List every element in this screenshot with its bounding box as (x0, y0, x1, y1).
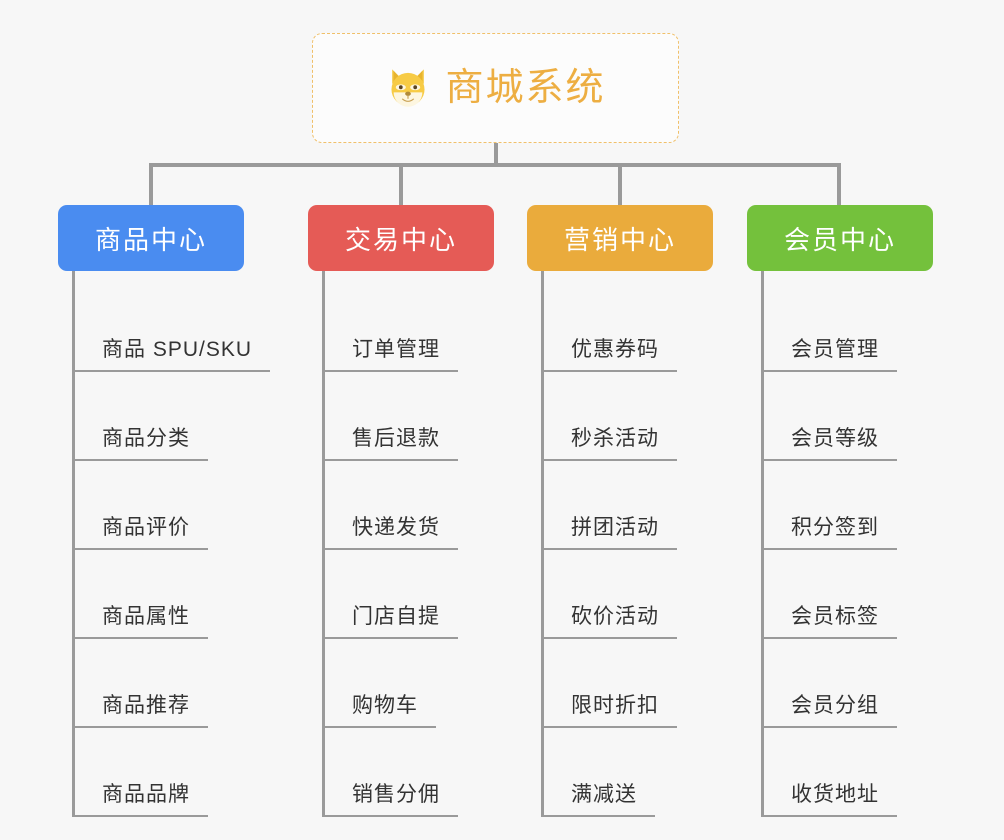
category-title-4: 会员中心 (783, 224, 896, 255)
category-header-3[interactable]: 营销中心 (527, 205, 713, 271)
list-item[interactable]: 商品品牌 (58, 728, 244, 817)
connector-drop-2 (399, 163, 403, 207)
leaf-label: 门店自提 (322, 600, 458, 639)
list-item[interactable]: 限时折扣 (527, 639, 713, 728)
leaf-label: 会员分组 (761, 689, 897, 728)
list-item[interactable]: 会员分组 (747, 639, 933, 728)
list-item[interactable]: 优惠券码 (527, 283, 713, 372)
list-item[interactable]: 秒杀活动 (527, 372, 713, 461)
connector-drop-1 (149, 163, 153, 207)
leaf-label: 砍价活动 (541, 600, 677, 639)
leaf-label: 会员等级 (761, 422, 897, 461)
leaf-label: 满减送 (541, 778, 655, 817)
connector-drop-4 (837, 163, 841, 207)
list-item[interactable]: 拼团活动 (527, 461, 713, 550)
list-item[interactable]: 购物车 (308, 639, 494, 728)
connector-root-stem (494, 143, 498, 167)
list-item[interactable]: 商品 SPU/SKU (58, 283, 271, 372)
branch-column-1: 商品中心 商品 SPU/SKU 商品分类 商品评价 商品属性 商品推荐 商品品牌 (58, 205, 271, 817)
list-item[interactable]: 砍价活动 (527, 550, 713, 639)
root-node[interactable]: 商城系统 (312, 33, 679, 143)
list-item[interactable]: 收货地址 (747, 728, 933, 817)
list-item[interactable]: 商品分类 (58, 372, 244, 461)
leaf-label: 优惠券码 (541, 333, 677, 372)
list-item[interactable]: 门店自提 (308, 550, 494, 639)
category-title-3: 营销中心 (563, 224, 676, 255)
list-item[interactable]: 满减送 (527, 728, 713, 817)
list-item[interactable]: 会员标签 (747, 550, 933, 639)
leaf-label: 限时折扣 (541, 689, 677, 728)
list-item[interactable]: 商品评价 (58, 461, 244, 550)
category-header-2[interactable]: 交易中心 (308, 205, 494, 271)
leaf-label: 商品分类 (72, 422, 208, 461)
category-title-2: 交易中心 (344, 224, 457, 255)
leaf-label: 商品品牌 (72, 778, 208, 817)
connector-drop-3 (618, 163, 622, 207)
leaf-label: 快递发货 (322, 511, 458, 550)
list-item[interactable]: 会员等级 (747, 372, 933, 461)
leaf-label: 商品推荐 (72, 689, 208, 728)
list-item[interactable]: 会员管理 (747, 283, 933, 372)
list-item[interactable]: 订单管理 (308, 283, 494, 372)
connector-horizontal-bus (150, 163, 840, 167)
branch-column-2: 交易中心 订单管理 售后退款 快递发货 门店自提 购物车 销售分佣 (308, 205, 494, 817)
category-header-1[interactable]: 商品中心 (58, 205, 244, 271)
leaf-label: 商品 SPU/SKU (72, 333, 271, 372)
leaf-label: 会员标签 (761, 600, 897, 639)
leaf-label: 商品属性 (72, 600, 208, 639)
list-item[interactable]: 快递发货 (308, 461, 494, 550)
leaf-label: 积分签到 (761, 511, 897, 550)
root-title: 商城系统 (445, 67, 606, 109)
list-item[interactable]: 商品属性 (58, 550, 244, 639)
leaf-label: 销售分佣 (322, 778, 458, 817)
leaf-label: 售后退款 (322, 422, 458, 461)
list-item[interactable]: 售后退款 (308, 372, 494, 461)
column-spine-1 (72, 271, 75, 817)
leaf-label: 收货地址 (761, 778, 897, 817)
list-item[interactable]: 积分签到 (747, 461, 933, 550)
list-item[interactable]: 商品推荐 (58, 639, 244, 728)
leaf-label: 会员管理 (761, 333, 897, 372)
leaf-label: 订单管理 (322, 333, 458, 372)
leaf-label: 购物车 (322, 689, 436, 728)
leaf-label: 秒杀活动 (541, 422, 677, 461)
category-title-1: 商品中心 (94, 224, 207, 255)
category-header-4[interactable]: 会员中心 (747, 205, 933, 271)
shiba-dog-face-icon (385, 65, 431, 111)
leaf-label: 商品评价 (72, 511, 208, 550)
column-spine-2 (322, 271, 325, 817)
branch-column-4: 会员中心 会员管理 会员等级 积分签到 会员标签 会员分组 收货地址 (747, 205, 933, 817)
list-item[interactable]: 销售分佣 (308, 728, 494, 817)
column-spine-3 (541, 271, 544, 817)
column-spine-4 (761, 271, 764, 817)
leaf-label: 拼团活动 (541, 511, 677, 550)
branch-column-3: 营销中心 优惠券码 秒杀活动 拼团活动 砍价活动 限时折扣 满减送 (527, 205, 713, 817)
